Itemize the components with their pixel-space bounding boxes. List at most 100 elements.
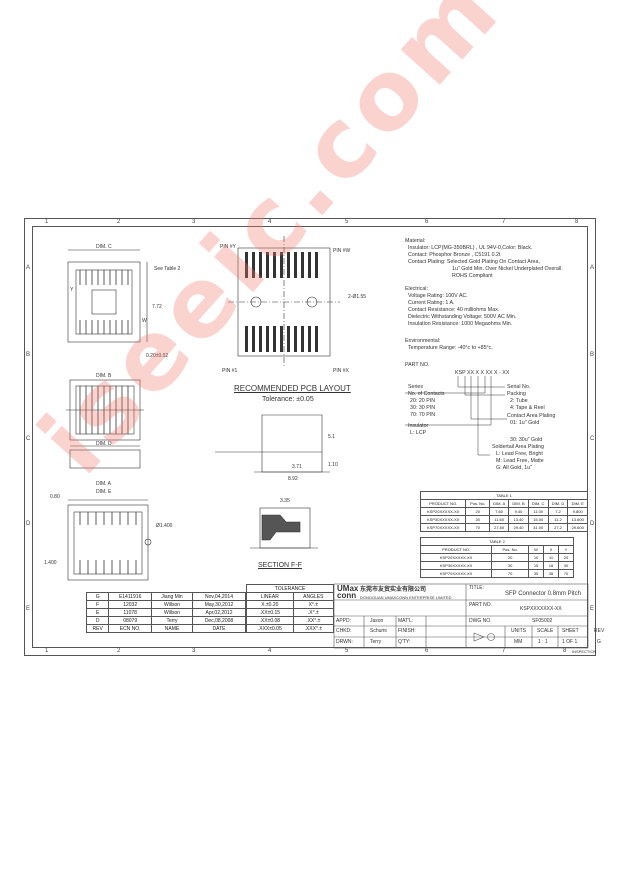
pin-top-right-label: PIN #W (333, 248, 351, 254)
electrical-line: Dielectric Withstanding Voltage: 500V AC… (408, 314, 517, 320)
scale-value: 1 : 1 (538, 639, 548, 645)
grid-letter: D (590, 521, 595, 527)
grid-number: 8 (575, 219, 579, 225)
table-row: .XXX±0.05 .XXX°.± (246, 624, 335, 633)
company-logo-top: UMax (337, 584, 359, 593)
dimension-table-2: TABLE 2 PRODUCT NO. Pos. No. W X Y KSP20… (419, 537, 574, 578)
table-header-row: REV ECN NO. NAME DATE (85, 624, 246, 633)
title-value: SFP Connector 0.8mm Pitch (505, 591, 581, 597)
material-line: Contact: Phosphor Bronze , C5191 0.2t (408, 252, 501, 258)
part-no-value: KSPXXXXXXX-XX (520, 606, 562, 612)
inspection-label: INSPECTION (572, 649, 597, 654)
electrical-heading: Electrical: (405, 286, 428, 292)
table-cell: 27.60 (488, 523, 510, 532)
dim-c-label: DIM. C (96, 244, 112, 250)
dim-a-label: DIM. A (96, 481, 112, 487)
grid-number: 1 (45, 219, 49, 225)
table-cell: KSP70XXXXX-XX (419, 523, 467, 532)
company-logo-bottom: conn (337, 591, 357, 600)
company-name-en: DONGGUAN UMAXCONN ENTERPRISE LIMITED (360, 595, 452, 600)
electrical-line: Contact Resistance: 40 milliohms Max. (408, 307, 500, 313)
rev-label: REV (594, 628, 605, 634)
grid-number: 3 (192, 219, 196, 225)
part-right-item: G: All Gold, 1u" (496, 465, 533, 471)
grid-letter: B (590, 352, 595, 358)
table-row: KSP70XXXXX-XX 70 27.60 29.40 31.00 27.2 … (419, 523, 588, 532)
w-label: W (142, 318, 147, 324)
drwn-value: Terry (370, 639, 382, 645)
dim-772-label: 7.72 (152, 304, 162, 310)
part-left-item: 20: 20 PIN (410, 398, 436, 404)
chkd-label: CHKD: (336, 628, 352, 634)
part-right-item: Packing (507, 391, 526, 397)
part-right-item: 01: 1u" Gold (510, 420, 540, 426)
material-heading: Material: (405, 238, 426, 244)
drawing-outer-frame (24, 218, 596, 656)
dim-080-label: 0.80 (50, 494, 60, 500)
dwg-no-label: DWG NO. (469, 618, 492, 624)
table-row: KSP70XXXXX-XX 70 35 36 70 (419, 569, 574, 578)
grid-number: 3 (192, 648, 196, 654)
table-header: REV (85, 624, 110, 633)
part-left-item: 30: 30 PIN (410, 405, 436, 411)
environmental-heading: Environmental: (405, 338, 441, 344)
drwn-label: DRWN: (336, 639, 353, 645)
part-right-item: Serial No. (507, 384, 531, 390)
part-right-item: 2: Tube (510, 398, 528, 404)
part-right-item: M: Lead Free, Matte (496, 458, 544, 464)
appd-value: Jason (370, 618, 384, 624)
environmental-line: Temperature Range: -40°c to +85°c. (408, 345, 493, 351)
chkd-value: Schumi (370, 628, 387, 634)
part-right-item: Contact Area Plating (507, 413, 556, 419)
pin-top-left-label: PIN #Y (220, 244, 236, 250)
part-left-item: L: LCP (410, 430, 427, 436)
material-line: ROHS Compliant (452, 273, 493, 279)
table-cell: 29.600 (567, 523, 588, 532)
dim-140-label: Ø1.400 (156, 523, 173, 529)
part-code: KSP XX X X XX X - XX (455, 370, 510, 376)
grid-letter: A (26, 265, 31, 271)
dim-1400-label: 1.400 (44, 560, 57, 566)
table-header: DATE (192, 624, 246, 633)
grid-number: 6 (425, 648, 429, 654)
dim-e-label: DIM. E (96, 489, 112, 495)
see-table-label: See Table 2 (154, 266, 181, 272)
sheet-label: SHEET (562, 628, 579, 634)
finish-label: FINISH: (398, 628, 416, 634)
qty-label: Q'TY: (398, 639, 411, 645)
pin-bottom-left-label: PIN #1 (222, 368, 238, 374)
dim-51-label: 5.1 (328, 434, 335, 440)
part-right-item: 4: Tape & Reel (510, 405, 545, 411)
y-label: Y (70, 287, 74, 293)
grid-number: 7 (502, 648, 506, 654)
material-line: Contact Plating: Selected Gold Plating O… (408, 259, 540, 265)
part-no-heading: PART NO. (405, 362, 430, 368)
grid-number: 6 (425, 219, 429, 225)
recommended-pcb-title: RECOMMENDED PCB LAYOUT (234, 384, 351, 393)
grid-number: 8 (563, 648, 567, 654)
electrical-line: Insulation Resistance: 1000 Megaohms Min… (408, 321, 513, 327)
dim-b-label: DIM. B (96, 373, 112, 379)
grid-number: 5 (345, 648, 349, 654)
revision-table: G E1411916 Jiang Min Nov,04,2014 F 12032… (85, 592, 246, 633)
tolerance-note: Tolerance: ±0.05 (262, 396, 314, 403)
grid-number: 7 (502, 219, 506, 225)
part-left-item: Series (408, 384, 424, 390)
dim-020-label: 0.20±0.02 (146, 353, 169, 359)
grid-letter: C (26, 436, 31, 442)
pin-bottom-right-label: PIN #X (333, 368, 349, 374)
part-left-item: No. of Contacts (408, 391, 445, 397)
matl-label: MAT'L: (398, 618, 414, 624)
dwg-no-value: SF05002 (532, 618, 553, 624)
grid-number: 2 (117, 219, 121, 225)
sheet-value: 1 OF 1 (562, 639, 578, 645)
part-right-item: L: Lead Free, Bright (496, 451, 543, 457)
material-line: Insulator: LCP(MG-350BRL) , UL 94V-0,Col… (408, 245, 533, 251)
part-left-item: 70: 70 PIN (410, 412, 436, 418)
drawing-inner-frame (32, 226, 588, 648)
material-line: 1u" Gold Min. Over Nickel Underplated Ov… (452, 266, 563, 272)
grid-number: 2 (117, 648, 121, 654)
title-label: TITLE: (469, 585, 485, 591)
